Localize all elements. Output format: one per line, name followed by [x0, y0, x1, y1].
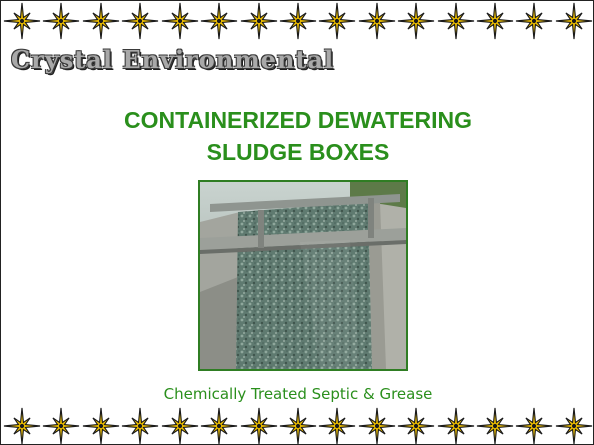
compass-star-icon: [3, 2, 41, 40]
compass-star-icon: [82, 2, 119, 40]
compass-star-icon: [319, 407, 356, 444]
compass-star-icon: [555, 407, 593, 444]
compass-star-icon: [240, 407, 277, 444]
sludge-box-photo: [198, 180, 408, 371]
compass-star-icon: [358, 2, 395, 40]
compass-star-icon: [279, 2, 317, 40]
compass-star-icon: [437, 2, 474, 40]
compass-star-icon: [398, 2, 435, 40]
compass-star-icon: [358, 407, 395, 444]
slide-title: CONTAINERIZED DEWATERING SLUDGE BOXES: [41, 104, 555, 168]
compass-star-icon: [161, 407, 198, 444]
compass-star-icon: [240, 2, 277, 40]
slide-caption: Chemically Treated Septic & Grease: [163, 385, 433, 403]
title-line-1: CONTAINERIZED DEWATERING: [124, 107, 472, 133]
compass-star-icon: [3, 407, 41, 444]
compass-star-icon: [43, 2, 80, 40]
compass-star-icon: [201, 2, 238, 40]
compass-star-icon: [437, 407, 474, 444]
sludge-box-image: [200, 182, 406, 369]
bottom-star-border: [1, 406, 593, 444]
compass-star-icon: [122, 2, 159, 40]
compass-star-icon: [201, 407, 238, 444]
compass-star-icon: [43, 407, 80, 444]
top-star-border: [1, 1, 593, 41]
title-line-2: SLUDGE BOXES: [206, 139, 390, 165]
compass-star-icon: [161, 2, 198, 40]
brand-logo-text: Crystal Environmental: [11, 45, 335, 74]
compass-star-icon: [476, 407, 514, 444]
compass-star-icon: [516, 407, 553, 444]
compass-star-icon: [319, 2, 356, 40]
compass-star-icon: [555, 2, 593, 40]
compass-star-icon: [82, 407, 119, 444]
compass-star-icon: [122, 407, 159, 444]
compass-star-icon: [398, 407, 435, 444]
compass-star-icon: [279, 407, 317, 444]
compass-star-icon: [516, 2, 553, 40]
compass-star-icon: [476, 2, 514, 40]
